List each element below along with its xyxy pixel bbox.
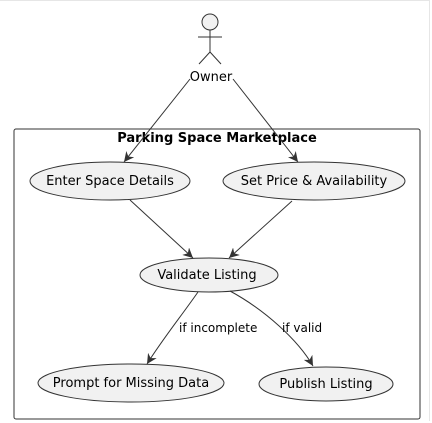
edge-set-price-to-validate xyxy=(228,200,293,259)
edge-validate-to-prompt-missing xyxy=(146,291,199,365)
edge-label-if-incomplete: if incomplete xyxy=(179,321,257,335)
actor-right-leg xyxy=(209,51,222,65)
use-case-publish: Publish Listing xyxy=(258,366,394,402)
use-case-validate-label: Validate Listing xyxy=(157,268,256,283)
system-boundary xyxy=(13,128,421,420)
use-case-enter-details-label: Enter Space Details xyxy=(46,174,174,189)
actor-head xyxy=(201,13,219,31)
use-case-publish-label: Publish Listing xyxy=(279,377,372,392)
edge-label-if-valid: if valid xyxy=(282,321,322,335)
use-case-set-price-label: Set Price & Availability xyxy=(241,174,388,189)
edge-owner-to-set-price xyxy=(232,78,299,163)
use-case-enter-details: Enter Space Details xyxy=(29,161,191,201)
edge-owner-to-enter-details xyxy=(123,78,191,163)
use-case-prompt-missing-label: Prompt for Missing Data xyxy=(53,376,209,391)
actor-label: Owner xyxy=(190,70,233,85)
edge-validate-to-publish xyxy=(229,290,314,367)
actor-left-leg xyxy=(198,51,211,65)
use-case-set-price: Set Price & Availability xyxy=(222,161,406,201)
owner-actor: Owner xyxy=(190,13,233,85)
edge-enter-details-to-validate xyxy=(129,199,194,259)
use-case-validate: Validate Listing xyxy=(139,257,279,293)
system-title: Parking Space Marketplace xyxy=(117,131,317,146)
use-case-prompt-missing: Prompt for Missing Data xyxy=(37,363,225,403)
